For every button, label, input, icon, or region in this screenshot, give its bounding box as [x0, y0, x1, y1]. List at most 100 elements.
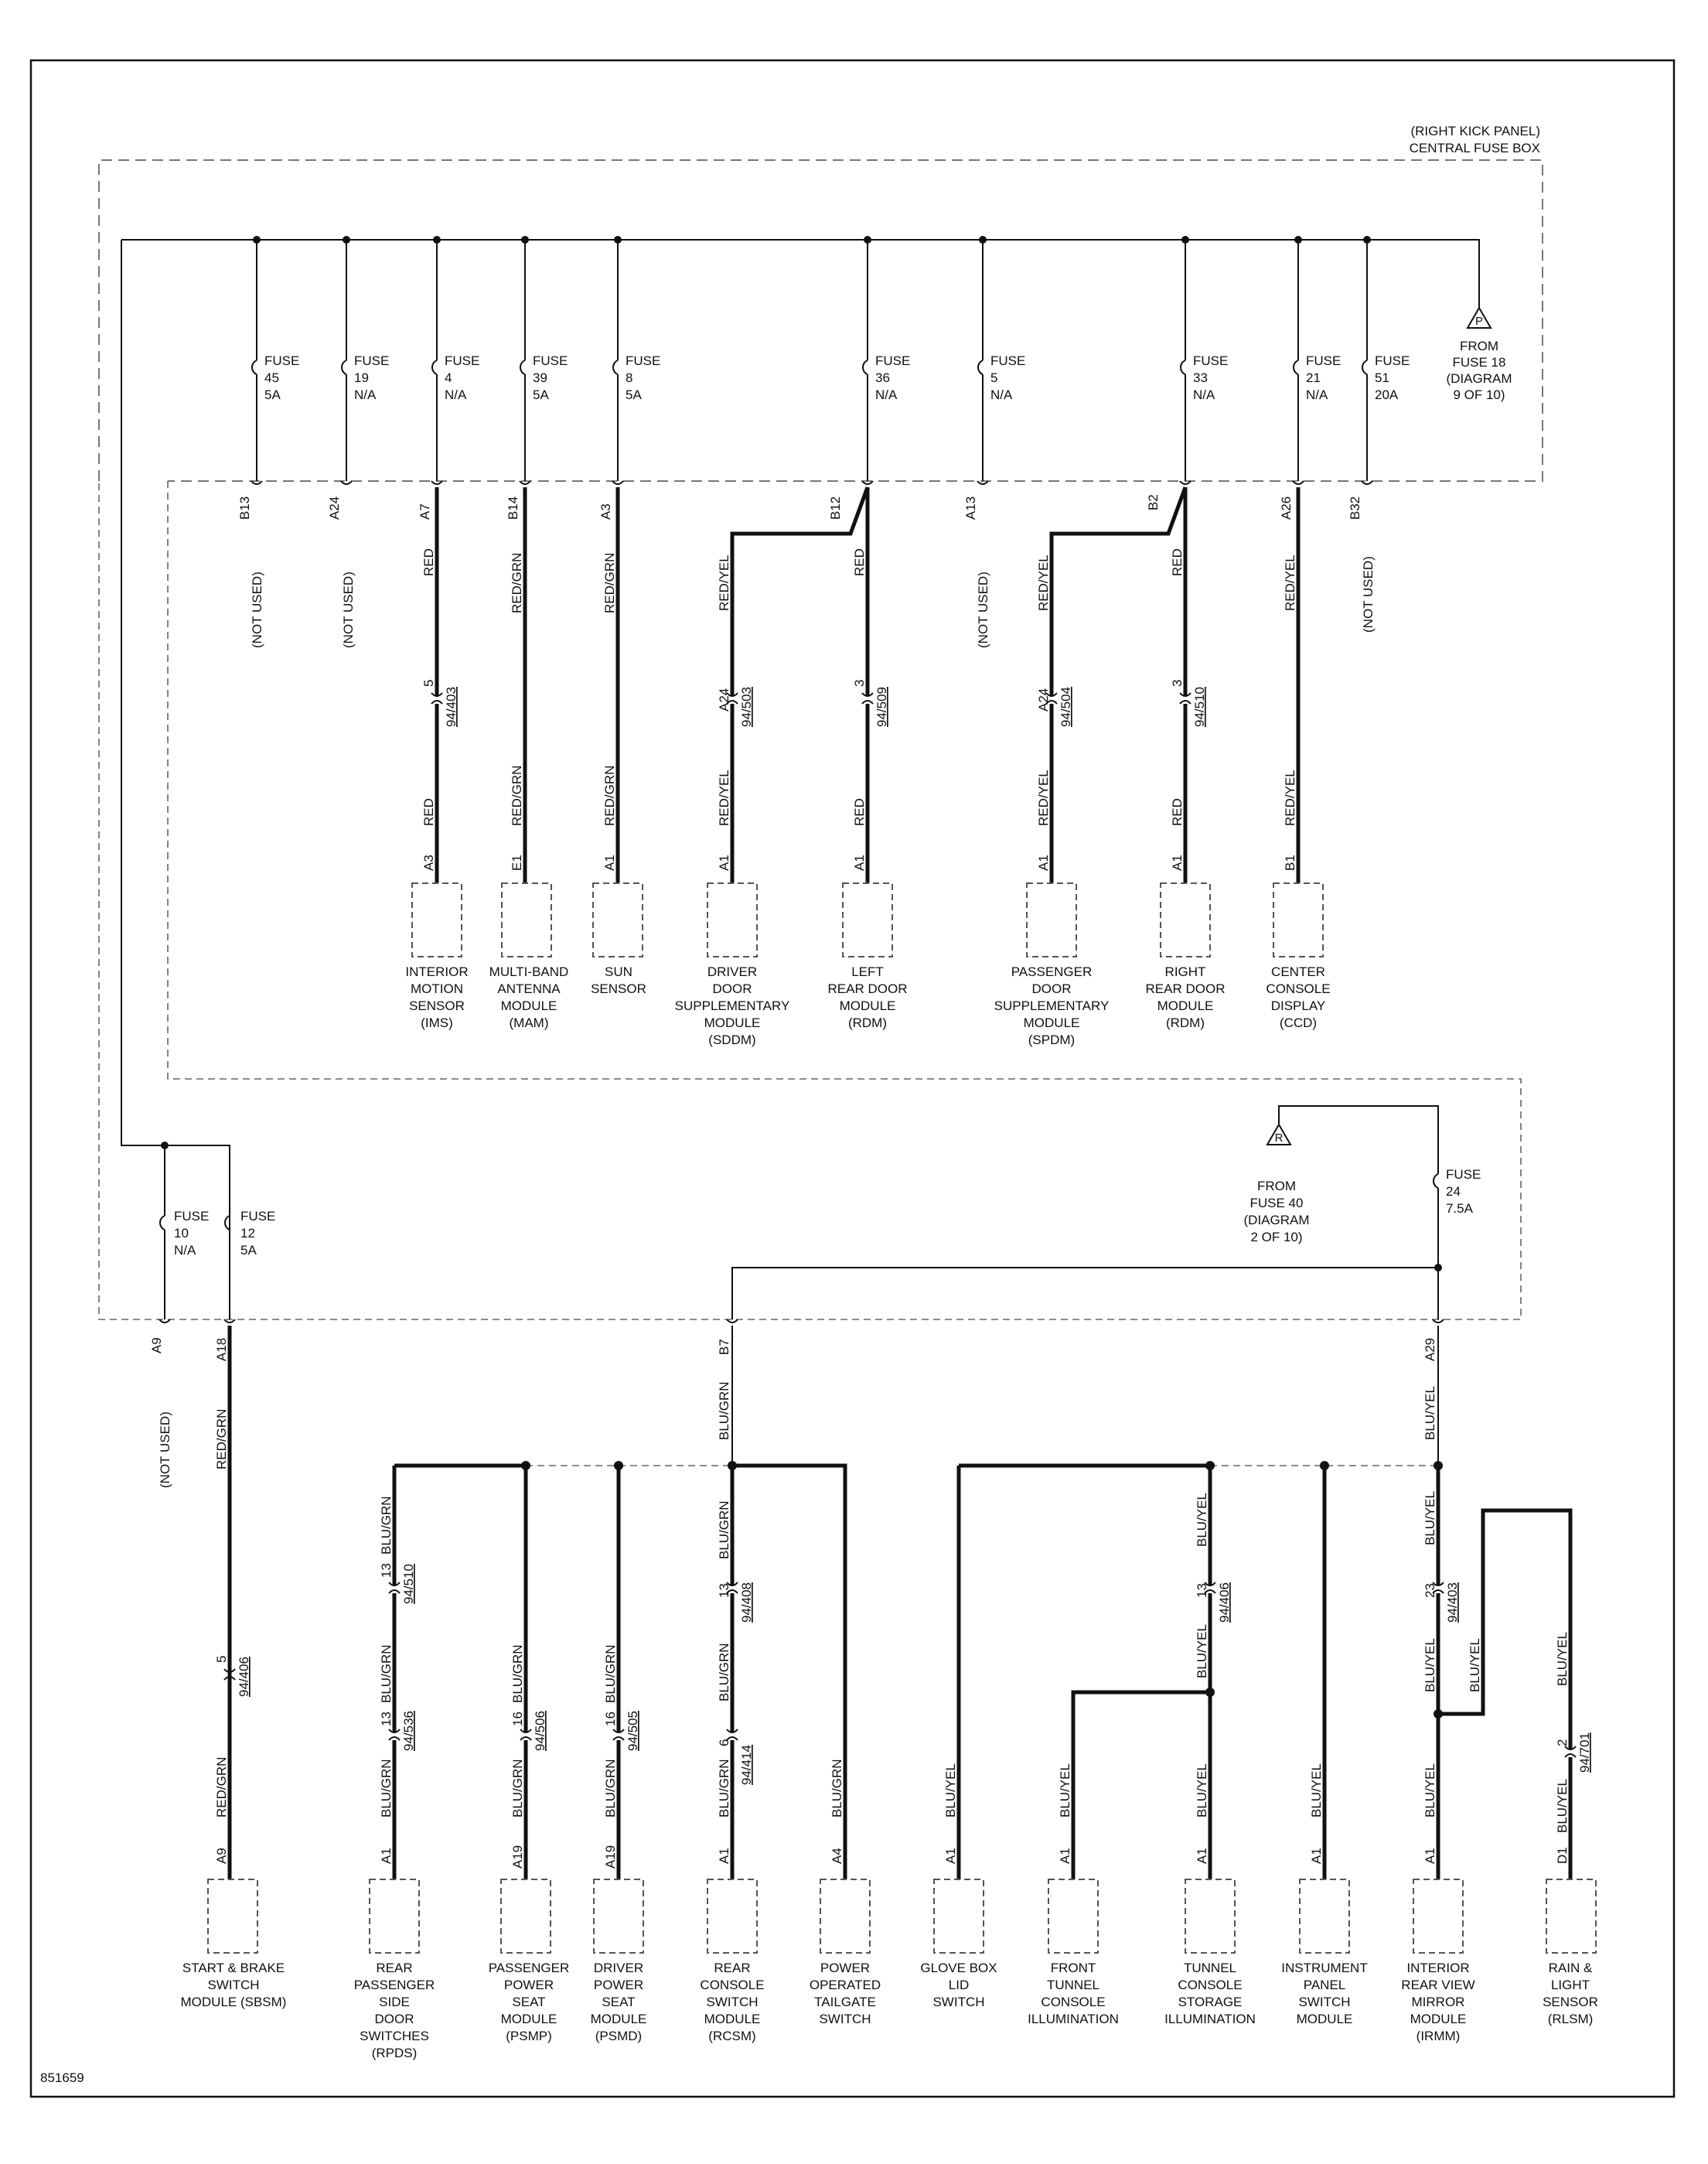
svg-text:SWITCH: SWITCH [207, 1978, 259, 1992]
svg-text:POWER: POWER [820, 1961, 870, 1975]
svg-text:20A: 20A [1375, 387, 1399, 402]
svg-text:(SPDM): (SPDM) [1028, 1033, 1075, 1047]
svg-text:FUSE: FUSE [626, 353, 660, 368]
svg-text:A24: A24 [327, 497, 342, 520]
fuse-21: FUSE 21 N/A [1293, 236, 1341, 481]
svg-text:SWITCH: SWITCH [819, 2012, 871, 2026]
lower-component-boxes [207, 1879, 1597, 1954]
svg-text:39: 39 [533, 370, 547, 385]
fuse-4: FUSE 4 N/A [431, 236, 479, 481]
svg-text:CONSOLE: CONSOLE [1041, 1995, 1105, 2009]
fuse-51: FUSE 51 20A [1362, 236, 1410, 481]
svg-text:33: 33 [1193, 370, 1208, 385]
svg-text:GLOVE BOX: GLOVE BOX [920, 1961, 997, 1975]
svg-text:A24: A24 [1036, 688, 1051, 712]
svg-text:SENSOR: SENSOR [591, 981, 646, 996]
svg-text:MODULE: MODULE [840, 998, 896, 1013]
svg-text:BLU/YEL: BLU/YEL [1423, 1763, 1437, 1818]
svg-text:BLU/GRN: BLU/GRN [717, 1381, 731, 1440]
svg-text:3: 3 [1170, 680, 1185, 687]
svg-text:BLU/GRN: BLU/GRN [830, 1759, 844, 1818]
svg-text:TAILGATE: TAILGATE [814, 1995, 876, 2009]
svg-text:BLU/GRN: BLU/GRN [717, 1500, 731, 1559]
svg-text:FUSE: FUSE [1375, 353, 1410, 368]
svg-text:24: 24 [1446, 1184, 1461, 1199]
svg-text:A4: A4 [830, 1848, 844, 1864]
svg-text:5: 5 [421, 680, 436, 687]
fuse-39: FUSE 39 5A [520, 236, 568, 481]
svg-text:94/510: 94/510 [1192, 687, 1207, 727]
svg-text:INSTRUMENT: INSTRUMENT [1281, 1961, 1367, 1975]
svg-text:MODULE: MODULE [591, 2012, 647, 2026]
svg-text:PASSENGER: PASSENGER [489, 1961, 570, 1975]
page-border [29, 59, 1676, 2098]
svg-text:RED: RED [421, 798, 436, 826]
svg-text:STORAGE: STORAGE [1178, 1995, 1243, 2009]
svg-text:SENSOR: SENSOR [1543, 1995, 1598, 2009]
svg-text:MODULE: MODULE [1024, 1015, 1080, 1030]
circuit-sun: RED/GRN RED/GRN A1 [602, 487, 620, 883]
fuse-45: FUSE 45 5A [251, 236, 299, 481]
svg-text:(NOT USED): (NOT USED) [976, 572, 990, 648]
circuit-rpds: 13 BLU/GRN 94/510 13 BLU/GRN 94/536 BLU/… [379, 1466, 416, 1879]
svg-text:(NOT USED): (NOT USED) [250, 572, 264, 648]
svg-text:8: 8 [626, 370, 632, 385]
svg-text:FUSE: FUSE [1446, 1167, 1481, 1182]
svg-text:RED/GRN: RED/GRN [214, 1757, 229, 1818]
fuse-8: FUSE 8 5A [612, 236, 660, 481]
svg-text:MODULE: MODULE [1297, 2012, 1353, 2026]
svg-text:BLU/YEL: BLU/YEL [1195, 1493, 1209, 1547]
svg-text:BLU/GRN: BLU/GRN [717, 1759, 731, 1818]
svg-text:B12: B12 [828, 497, 843, 520]
svg-text:13: 13 [1195, 1583, 1209, 1598]
svg-text:A19: A19 [603, 1845, 618, 1869]
svg-text:(IMS): (IMS) [421, 1015, 453, 1030]
svg-text:FUSE 40: FUSE 40 [1250, 1196, 1304, 1210]
svg-text:FUSE: FUSE [1193, 353, 1228, 368]
fuse-5: FUSE 5 N/A [977, 236, 1025, 481]
svg-text:FUSE: FUSE [354, 353, 389, 368]
svg-text:PANEL: PANEL [1304, 1978, 1346, 1992]
svg-text:N/A: N/A [1193, 387, 1215, 402]
svg-text:BLU/YEL: BLU/YEL [943, 1763, 958, 1818]
svg-text:REAR: REAR [714, 1961, 750, 1975]
svg-text:ILLUMINATION: ILLUMINATION [1028, 2012, 1119, 2026]
svg-text:RED: RED [852, 798, 867, 826]
svg-text:A1: A1 [1170, 855, 1185, 871]
svg-text:A29: A29 [1423, 1338, 1437, 1361]
circuit-ims: RED 5 94/403 RED A3 [421, 487, 459, 883]
svg-text:FUSE: FUSE [875, 353, 910, 368]
svg-text:N/A: N/A [445, 387, 467, 402]
svg-text:CONSOLE: CONSOLE [1266, 981, 1330, 996]
svg-text:SEAT: SEAT [602, 1995, 635, 2009]
svg-text:CONSOLE: CONSOLE [1178, 1978, 1242, 1992]
fuse-36: FUSE 36 N/A [862, 236, 910, 481]
svg-text:E1: E1 [510, 855, 524, 871]
svg-text:2 OF 10): 2 OF 10) [1250, 1230, 1302, 1244]
svg-text:BLU/GRN: BLU/GRN [717, 1643, 731, 1702]
svg-text:A1: A1 [1036, 855, 1051, 871]
svg-text:SIDE: SIDE [379, 1995, 410, 2009]
svg-text:19: 19 [354, 370, 369, 385]
svg-text:BLU/GRN: BLU/GRN [379, 1496, 394, 1555]
svg-text:45: 45 [264, 370, 279, 385]
svg-text:MOTION: MOTION [411, 981, 463, 996]
circuit-instrument-panel: BLU/YEL A1 [1309, 1466, 1327, 1879]
svg-text:TUNNEL: TUNNEL [1184, 1961, 1236, 1975]
svg-text:OPERATED: OPERATED [810, 1978, 881, 1992]
svg-text:DOOR: DOOR [375, 2012, 414, 2026]
svg-text:(CCD): (CCD) [1280, 1015, 1317, 1030]
svg-text:RED/GRN: RED/GRN [214, 1409, 229, 1469]
upper-not-used-labels: (NOT USED) (NOT USED) (NOT USED) (NOT US… [250, 556, 1376, 648]
svg-text:BLU/YEL: BLU/YEL [1195, 1624, 1209, 1678]
